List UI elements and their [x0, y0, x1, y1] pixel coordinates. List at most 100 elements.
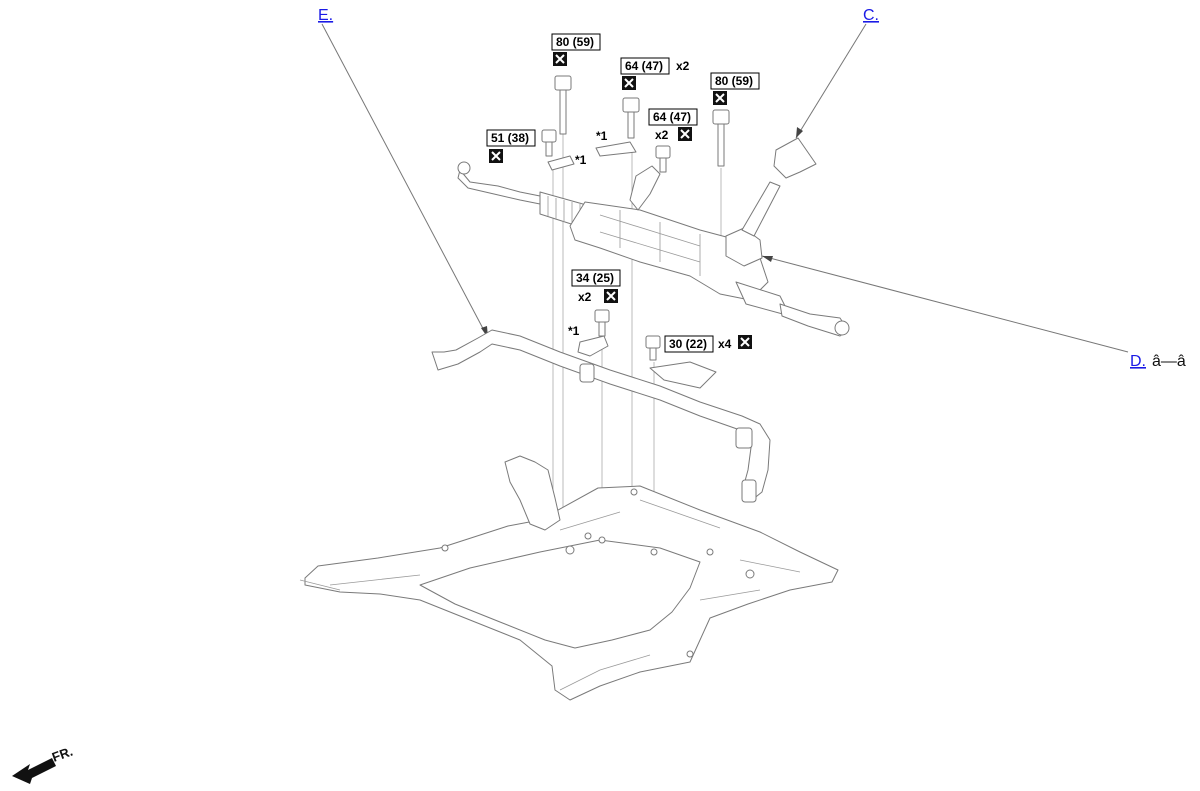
note-star1: *1 — [575, 153, 587, 167]
torque-value: 80 (59) — [715, 74, 753, 88]
mount-hole — [706, 548, 714, 556]
crossmember-left-tower — [504, 455, 561, 531]
x-box-icon — [713, 91, 727, 105]
x-box-icon — [553, 52, 567, 66]
torque-label-64-upper: 64 (47) x2 — [620, 57, 690, 90]
bolt-shank — [627, 111, 635, 139]
mount-hole — [686, 650, 694, 658]
mount-hole — [441, 544, 449, 552]
torque-qty: x2 — [578, 290, 592, 304]
callout-link-c[interactable]: C. — [863, 7, 879, 24]
mount-hole — [650, 548, 658, 556]
tie-rod-end-right — [834, 320, 850, 336]
torque-label-80-left: 80 (59) — [551, 33, 601, 66]
note-star1: *1 — [568, 324, 580, 338]
callout-link-e[interactable]: E. — [318, 7, 333, 24]
heat-shield — [649, 361, 717, 389]
front-suspension-crossmember — [299, 455, 839, 701]
bolt-head — [622, 97, 640, 113]
torque-value: 34 (25) — [576, 271, 614, 285]
clamp-plate — [595, 141, 637, 157]
bolt-shank — [545, 141, 553, 157]
leader-line-c — [795, 23, 867, 139]
bolt-80-left — [554, 75, 572, 135]
x-box-icon — [604, 289, 618, 303]
leader-arrowhead-d — [762, 256, 773, 262]
steering-gear-assembly — [457, 137, 850, 337]
torque-box — [710, 72, 760, 90]
torque-qty: x2 — [655, 128, 669, 142]
torque-box — [620, 57, 670, 75]
bolt-shank — [598, 321, 606, 337]
mount-hole — [598, 536, 606, 544]
bolt-64-lower — [655, 145, 671, 173]
leader-line-e — [321, 23, 489, 339]
note-markers: *1 *1 *1 — [568, 129, 608, 338]
bolt-head — [541, 129, 557, 143]
gear-housing-detail — [599, 210, 701, 276]
mount-hole — [745, 569, 755, 579]
front-direction-indicator: FR. — [12, 744, 75, 784]
crossmember-ribs — [299, 499, 801, 691]
x-box-icon — [622, 76, 636, 90]
callout-d-suffix: â—â — [1152, 353, 1186, 370]
torque-value: 64 (47) — [653, 110, 691, 124]
steering-boot-c — [773, 137, 817, 179]
callout-leaders — [321, 23, 1129, 353]
torque-qty: x4 — [718, 337, 732, 351]
stabilizer-bar — [431, 329, 771, 503]
torque-label-51: 51 (38) — [486, 129, 536, 163]
mount-hole — [584, 532, 592, 540]
arrow-left-icon — [12, 758, 56, 784]
bolt-64-upper — [622, 97, 640, 139]
x-box-icon — [489, 149, 503, 163]
bolt-shank — [649, 347, 657, 361]
mount-hole — [565, 545, 575, 555]
bolt-shank — [659, 157, 667, 173]
torque-value: 30 (22) — [669, 337, 707, 351]
torque-box — [486, 129, 536, 147]
torque-box — [664, 335, 714, 353]
front-label: FR. — [50, 744, 75, 765]
fasteners — [541, 75, 730, 389]
bolt-head — [594, 309, 610, 323]
x-box-icon — [678, 127, 692, 141]
callout-labels: E. C. D. â—â — [318, 7, 1186, 370]
gear-bracket — [629, 165, 661, 211]
torque-qty: x2 — [676, 59, 690, 73]
torque-label-64-lower: 64 (47) x2 — [648, 108, 698, 142]
note-star1: *1 — [596, 129, 608, 143]
callout-link-d[interactable]: D. — [1130, 353, 1146, 370]
bolt-51 — [541, 129, 557, 157]
bolt-34 — [594, 309, 610, 337]
stabilizer-bushing — [735, 427, 753, 449]
stabilizer-bushing — [579, 363, 595, 383]
clamp-bracket — [577, 335, 609, 357]
bolt-head — [645, 335, 661, 349]
leader-line-d — [761, 255, 1129, 353]
torque-label-30: 30 (22) x4 — [664, 335, 752, 353]
tie-rod-end-left — [457, 161, 471, 175]
bolt-head — [712, 109, 730, 125]
stabilizer-bar-body — [431, 329, 771, 501]
bolt-30 — [645, 335, 661, 361]
boot-left-ribs — [547, 196, 581, 227]
torque-box — [571, 269, 621, 287]
tie-rod-left — [457, 169, 541, 205]
torque-box — [551, 33, 601, 51]
bolt-shank — [559, 89, 567, 135]
steering-shaft — [741, 181, 781, 237]
stabilizer-end — [741, 479, 757, 503]
torque-value: 80 (59) — [556, 35, 594, 49]
leader-arrowhead-c — [796, 127, 803, 138]
torque-label-34: 34 (25) x2 — [571, 269, 621, 304]
torque-value: 64 (47) — [625, 59, 663, 73]
mount-hole — [630, 488, 638, 496]
crossmember-center-opening — [419, 539, 701, 649]
torque-label-80-right: 80 (59) — [710, 72, 760, 105]
torque-value: 51 (38) — [491, 131, 529, 145]
bolt-head — [554, 75, 572, 91]
gear-housing — [569, 201, 769, 301]
bolt-head — [655, 145, 671, 159]
bolt-80-right — [712, 109, 730, 167]
